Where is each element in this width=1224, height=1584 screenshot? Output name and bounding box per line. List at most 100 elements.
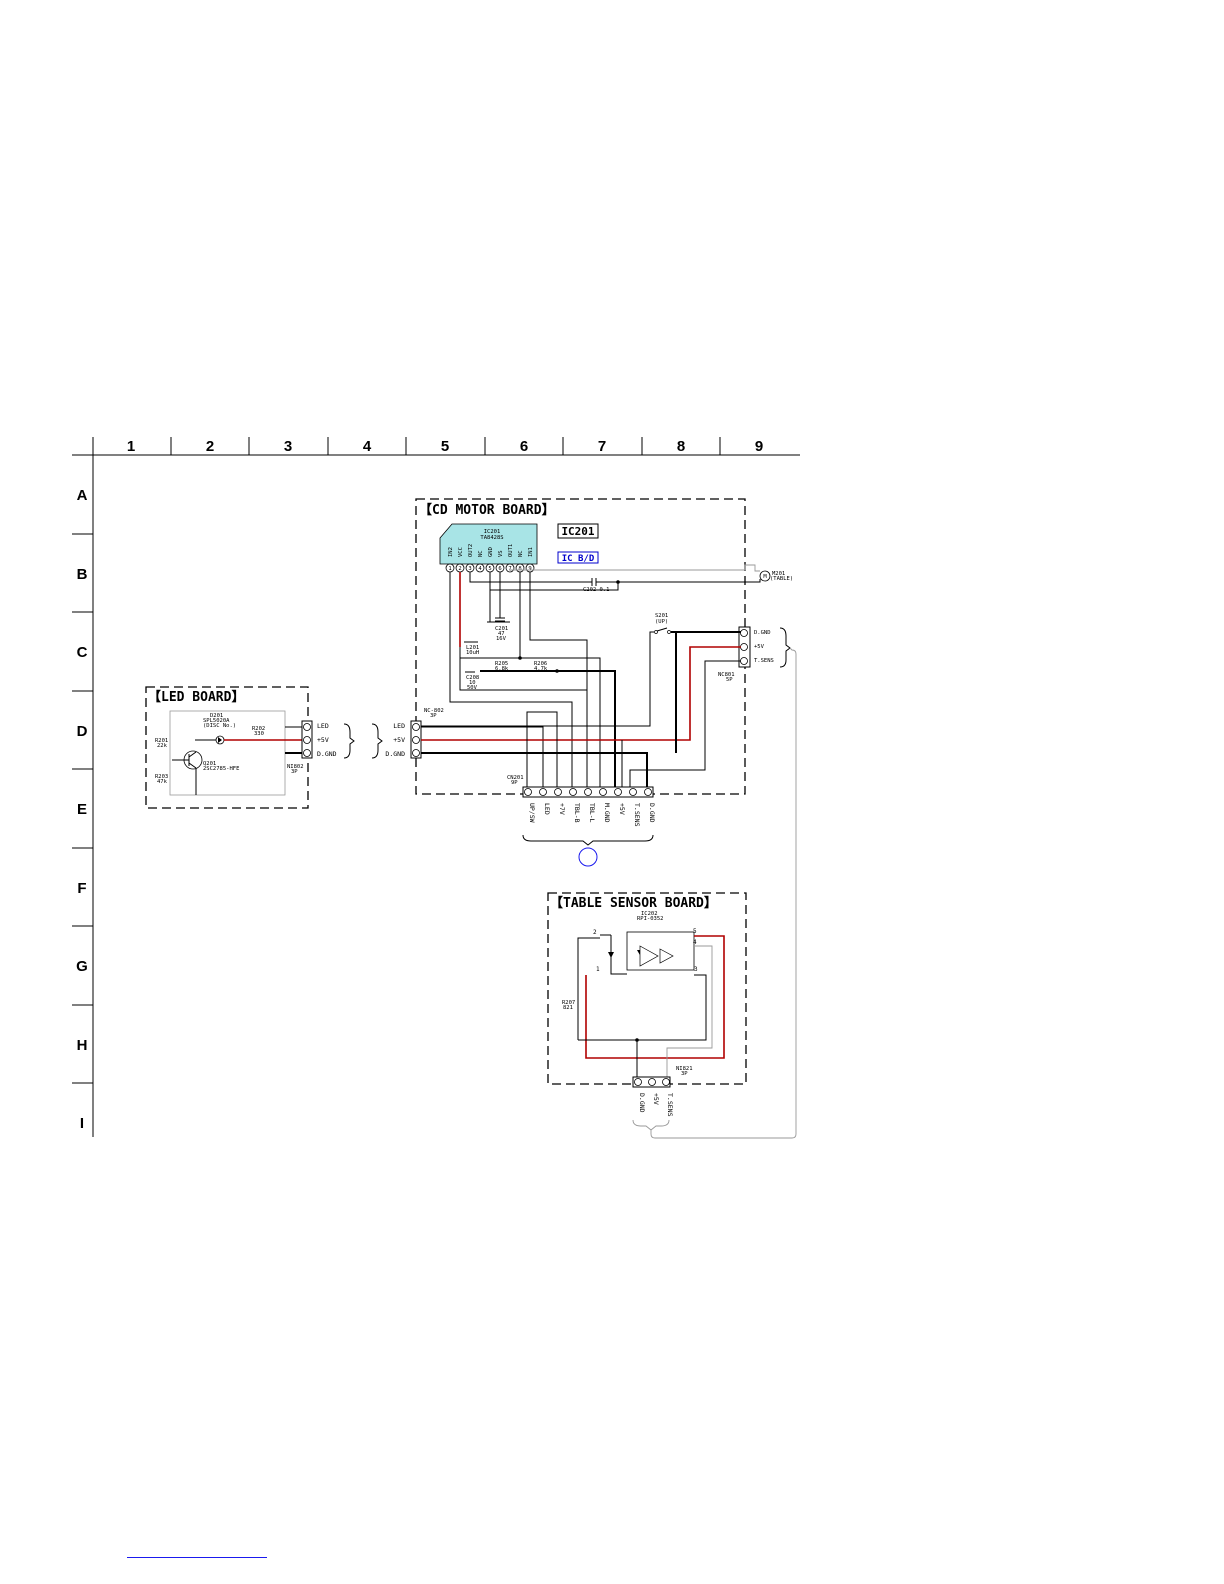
ni802-label-led: LED xyxy=(317,722,329,730)
r202-val: 330 xyxy=(254,731,264,737)
l201-val: 10uH xyxy=(466,650,479,656)
ic201-pin-name-1: IN2 xyxy=(448,547,454,557)
svg-text:7: 7 xyxy=(508,566,511,572)
ic201-pin-name-8: NC xyxy=(518,550,524,557)
s201-ref: S201 xyxy=(655,613,668,619)
table-sensor-board: 【TABLE SENSOR BOARD】 IC202 RPI-0352 2 1 … xyxy=(547,647,797,1139)
ic-bd-tag: IC B/D xyxy=(562,554,595,564)
ic202-part: RPI-0352 xyxy=(637,916,664,922)
ic202-pin-2: 2 xyxy=(593,929,597,936)
row-label-h: H xyxy=(77,1037,88,1054)
ni802-label-5v: +5V xyxy=(317,736,329,744)
ic202-pin-4: 4 xyxy=(693,939,697,946)
r205-ref: R205 xyxy=(495,661,508,667)
cn201-label-3: +7V xyxy=(558,803,566,815)
cn201-label-7: +5V xyxy=(618,803,626,815)
r205-val: 6.8k xyxy=(495,666,509,672)
r207-ref: R207 xyxy=(562,1000,575,1006)
ic201-pin-names: IN2 VCC OUT2 NC GND VS OUT1 NC IN1 xyxy=(448,544,534,557)
c201-val2: 16V xyxy=(496,636,507,642)
ni802-ref: NI802 xyxy=(287,764,304,770)
svg-text:M: M xyxy=(763,574,767,580)
row-label-e: E xyxy=(77,801,87,818)
cd-motor-board: 【CD MOTOR BOARD】 IC201 TA8428S IN2 VCC O… xyxy=(371,498,793,867)
row-label-d: D xyxy=(77,723,88,740)
ic201-pin-name-4: NC xyxy=(478,550,484,557)
table-sensor-board-title: 【TABLE SENSOR BOARD】 xyxy=(550,895,717,911)
cn201-label-4: TBL-B xyxy=(573,803,581,823)
led-board: 【LED BOARD】 D201 SPL5020A (DISC No.) R20… xyxy=(145,686,355,809)
ic201-pin-name-6: VS xyxy=(498,550,504,557)
nc801-label-dgnd: D.GND xyxy=(754,630,771,636)
cn201-label-5: TBL-L xyxy=(588,803,596,823)
r207-val: 821 xyxy=(563,1005,573,1011)
q201-ref: Q201 xyxy=(203,761,216,767)
col-label-5: 5 xyxy=(441,438,449,455)
nc801-ref: NC801 xyxy=(718,672,735,678)
row-label-f: F xyxy=(77,880,86,897)
cn201-label-8: T.SENS xyxy=(633,803,641,827)
ni802-pins: 3P xyxy=(291,769,298,775)
grid-row-labels: A B C D E F G H I xyxy=(76,487,88,1132)
col-label-3: 3 xyxy=(284,438,292,455)
svg-text:6: 6 xyxy=(498,566,501,572)
svg-text:5: 5 xyxy=(488,566,491,572)
ic202-pin-1: 1 xyxy=(596,966,600,973)
svg-text:8: 8 xyxy=(518,566,521,572)
ic202-ref: IC202 xyxy=(641,911,658,917)
ic201-part-ref: IC201 xyxy=(484,529,501,535)
r203-ref: R203 xyxy=(155,774,168,780)
cn201-label-1: UP/SW xyxy=(528,803,536,823)
nc802-pins: 3P xyxy=(430,713,437,719)
nc802-label-dgnd: D.GND xyxy=(385,750,405,758)
row-label-a: A xyxy=(77,487,88,504)
ic201-pins: 1 2 3 4 5 6 7 8 9 xyxy=(445,563,535,573)
col-label-8: 8 xyxy=(677,438,685,455)
d201-ref: D201 xyxy=(210,713,223,719)
nc802-ref: NC-802 xyxy=(424,708,444,714)
c208-ref: C208 xyxy=(466,675,479,681)
r201-ref: R201 xyxy=(155,738,168,744)
m201-desc: (TABLE) xyxy=(770,576,793,582)
cn201-label-2: LED xyxy=(543,803,551,815)
svg-text:1: 1 xyxy=(448,566,451,572)
cn201-pins: 9P xyxy=(511,780,518,786)
ni821-label-tsens: T.SENS xyxy=(666,1093,674,1117)
d201-part: SPL5020A xyxy=(203,718,230,724)
r201-val: 22k xyxy=(157,743,168,749)
footer-link-underline[interactable] xyxy=(127,1557,267,1558)
col-label-1: 1 xyxy=(127,438,135,455)
ni821-label-5v: +5V xyxy=(652,1093,660,1105)
r203-val: 47k xyxy=(157,779,168,785)
row-label-b: B xyxy=(77,566,88,583)
q201-part: 2SC2785-HFE xyxy=(203,766,239,772)
l201-ref: L201 xyxy=(466,645,479,651)
c208-val1: 10 xyxy=(469,680,476,686)
ic202-pin-3: 3 xyxy=(694,966,698,973)
ic201-pin-name-5: GND xyxy=(488,547,494,557)
r206-val: 4.7k xyxy=(534,666,548,672)
cn201-ref: CN201 xyxy=(507,775,524,781)
grid-frame xyxy=(72,437,800,1137)
nc802-label-5v: +5V xyxy=(393,736,405,744)
row-label-i: I xyxy=(80,1115,84,1132)
ic201-pin-name-2: VCC xyxy=(458,547,464,557)
ic201-pin-name-3: OUT2 xyxy=(468,544,474,557)
col-label-6: 6 xyxy=(520,438,528,455)
c201-val1: 47 xyxy=(498,631,505,637)
ni821-pins: 3P xyxy=(681,1071,688,1077)
d201-desc: (DISC No.) xyxy=(203,723,236,729)
cn201-label-6: M.GND xyxy=(603,803,611,823)
nc802-label-led: LED xyxy=(393,722,405,730)
col-label-4: 4 xyxy=(363,438,372,455)
svg-text:2: 2 xyxy=(458,566,461,572)
ni821-ref: NI821 xyxy=(676,1066,693,1072)
ni821-label-dgnd: D.GND xyxy=(638,1093,646,1113)
ic201-pin-name-9: IN1 xyxy=(528,547,534,557)
m201-motor-symbol xyxy=(759,570,771,582)
c208-val2: 50V xyxy=(467,685,478,691)
led-board-title: 【LED BOARD】 xyxy=(148,689,244,705)
r206-ref: R206 xyxy=(534,661,547,667)
svg-text:3: 3 xyxy=(468,566,471,572)
grid-column-labels: 1 2 3 4 5 6 7 8 9 xyxy=(127,438,763,455)
